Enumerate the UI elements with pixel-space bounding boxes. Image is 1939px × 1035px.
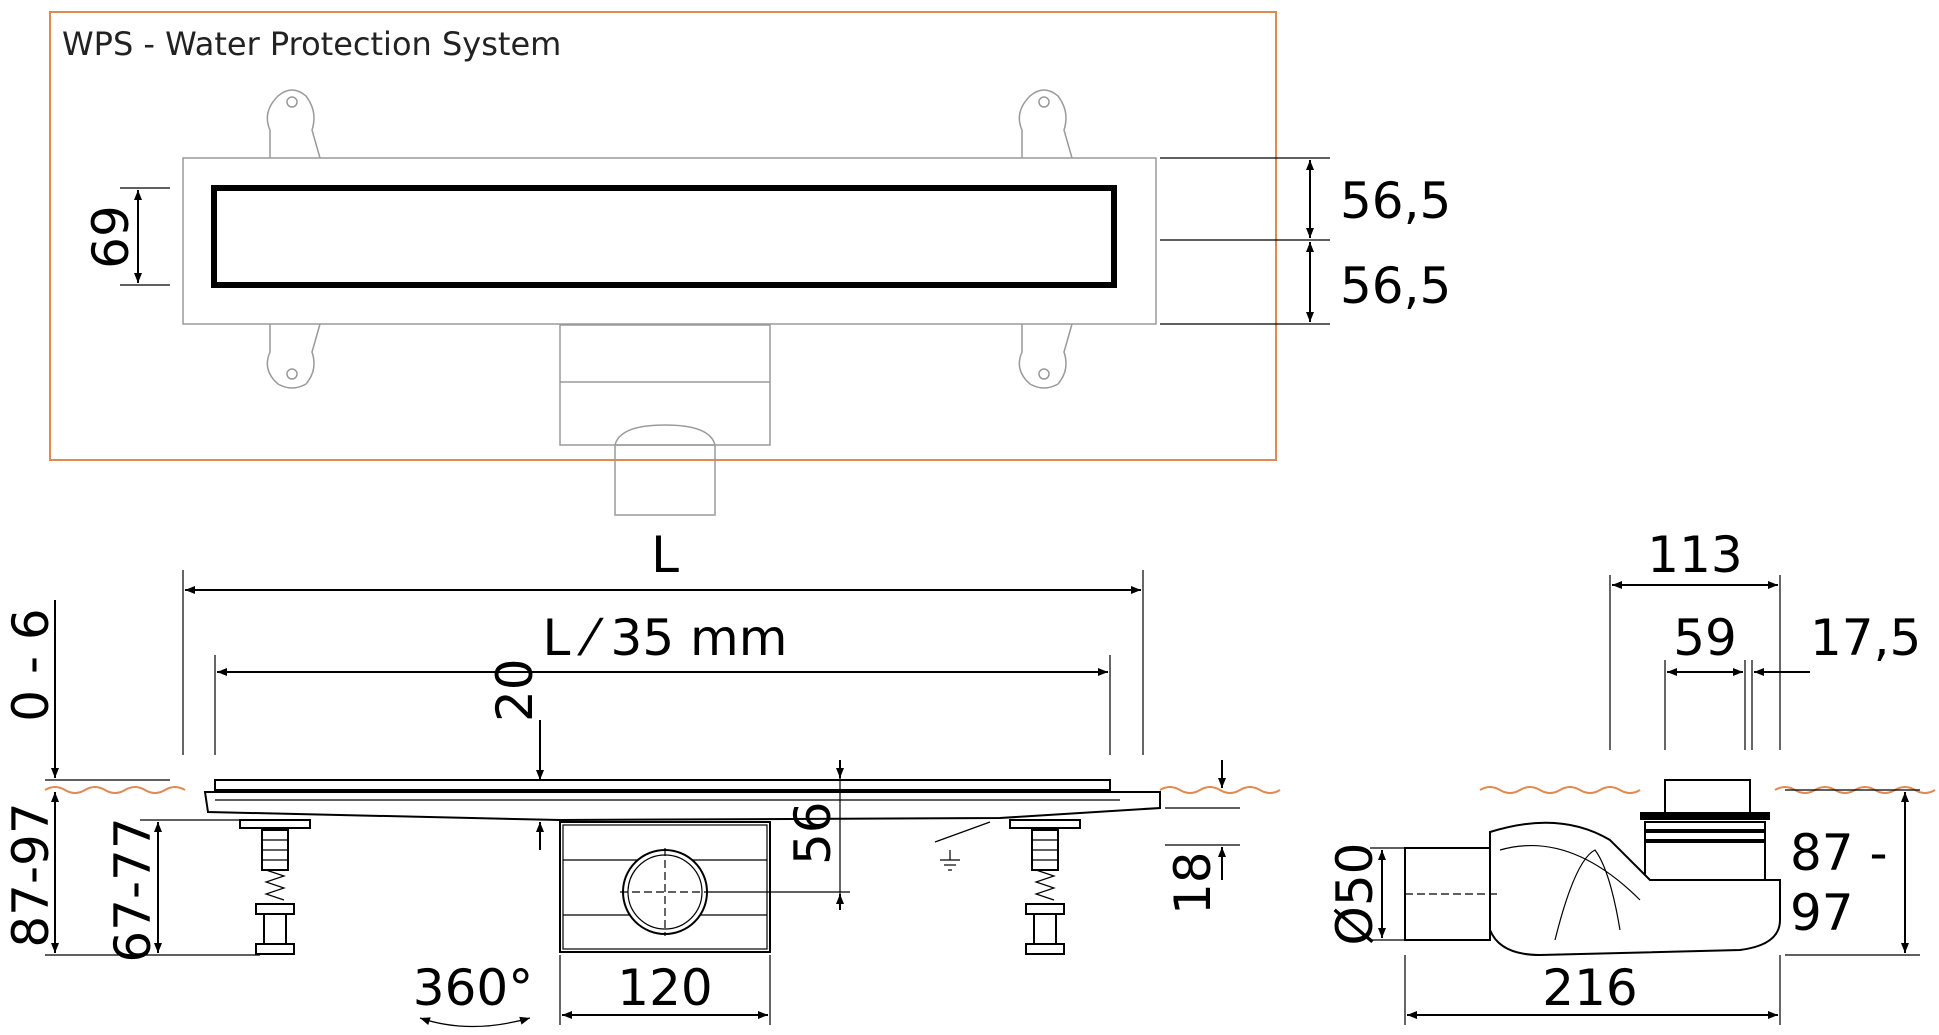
dim-0-6: 0 - 6 (2, 608, 60, 721)
side-view: L L ⁄ 35 mm (2, 526, 1281, 1028)
side-outlet (559, 821, 771, 953)
bracket-icon (266, 89, 1073, 389)
dim-56-5-lower: 56,5 (1340, 257, 1451, 315)
dim-L-minus-35: L ⁄ 35 mm (543, 609, 788, 667)
end-view: 113 59 17,5 Ø50 216 87 - 97 (1326, 526, 1936, 1025)
floor-line-end-left (1479, 786, 1641, 794)
dim-67-77: 67-77 (104, 817, 162, 962)
dim-87-97-end-a: 87 - (1790, 824, 1888, 882)
dim-L: L (651, 526, 679, 584)
dim-56: 56 (784, 801, 842, 865)
dim-56-5-upper: 56,5 (1340, 172, 1451, 230)
dim-87-97: 87-97 (2, 802, 60, 947)
floor-line-right (1159, 786, 1281, 794)
end-body (1489, 821, 1781, 957)
ground-icon (934, 821, 991, 871)
foot-left (239, 819, 311, 955)
dim-diameter-50: Ø50 (1326, 843, 1384, 946)
dim-20: 20 (486, 658, 544, 722)
top-channel-body (182, 157, 1157, 325)
top-view: WPS - Water Protection System 69 (49, 11, 1451, 516)
dim-216: 216 (1542, 959, 1637, 1017)
dim-69: 69 (82, 205, 140, 269)
wps-frame (49, 11, 1277, 461)
floor-line-left (44, 786, 186, 794)
rotation-arrow-icon (419, 1016, 531, 1028)
dim-87-97-end-b: 97 (1790, 884, 1854, 942)
dim-18: 18 (1164, 851, 1222, 915)
side-grate (214, 779, 1111, 791)
dim-17-5: 17,5 (1810, 609, 1921, 667)
dim-59: 59 (1673, 609, 1737, 667)
dim-120: 120 (617, 959, 712, 1017)
dim-113: 113 (1647, 526, 1742, 584)
side-channel-body (203, 791, 1161, 822)
top-outlet (559, 324, 771, 516)
top-grate (211, 185, 1117, 288)
wps-caption: WPS - Water Protection System (62, 25, 561, 63)
foot-right (1009, 819, 1081, 955)
dim-360: 360° (413, 959, 533, 1017)
